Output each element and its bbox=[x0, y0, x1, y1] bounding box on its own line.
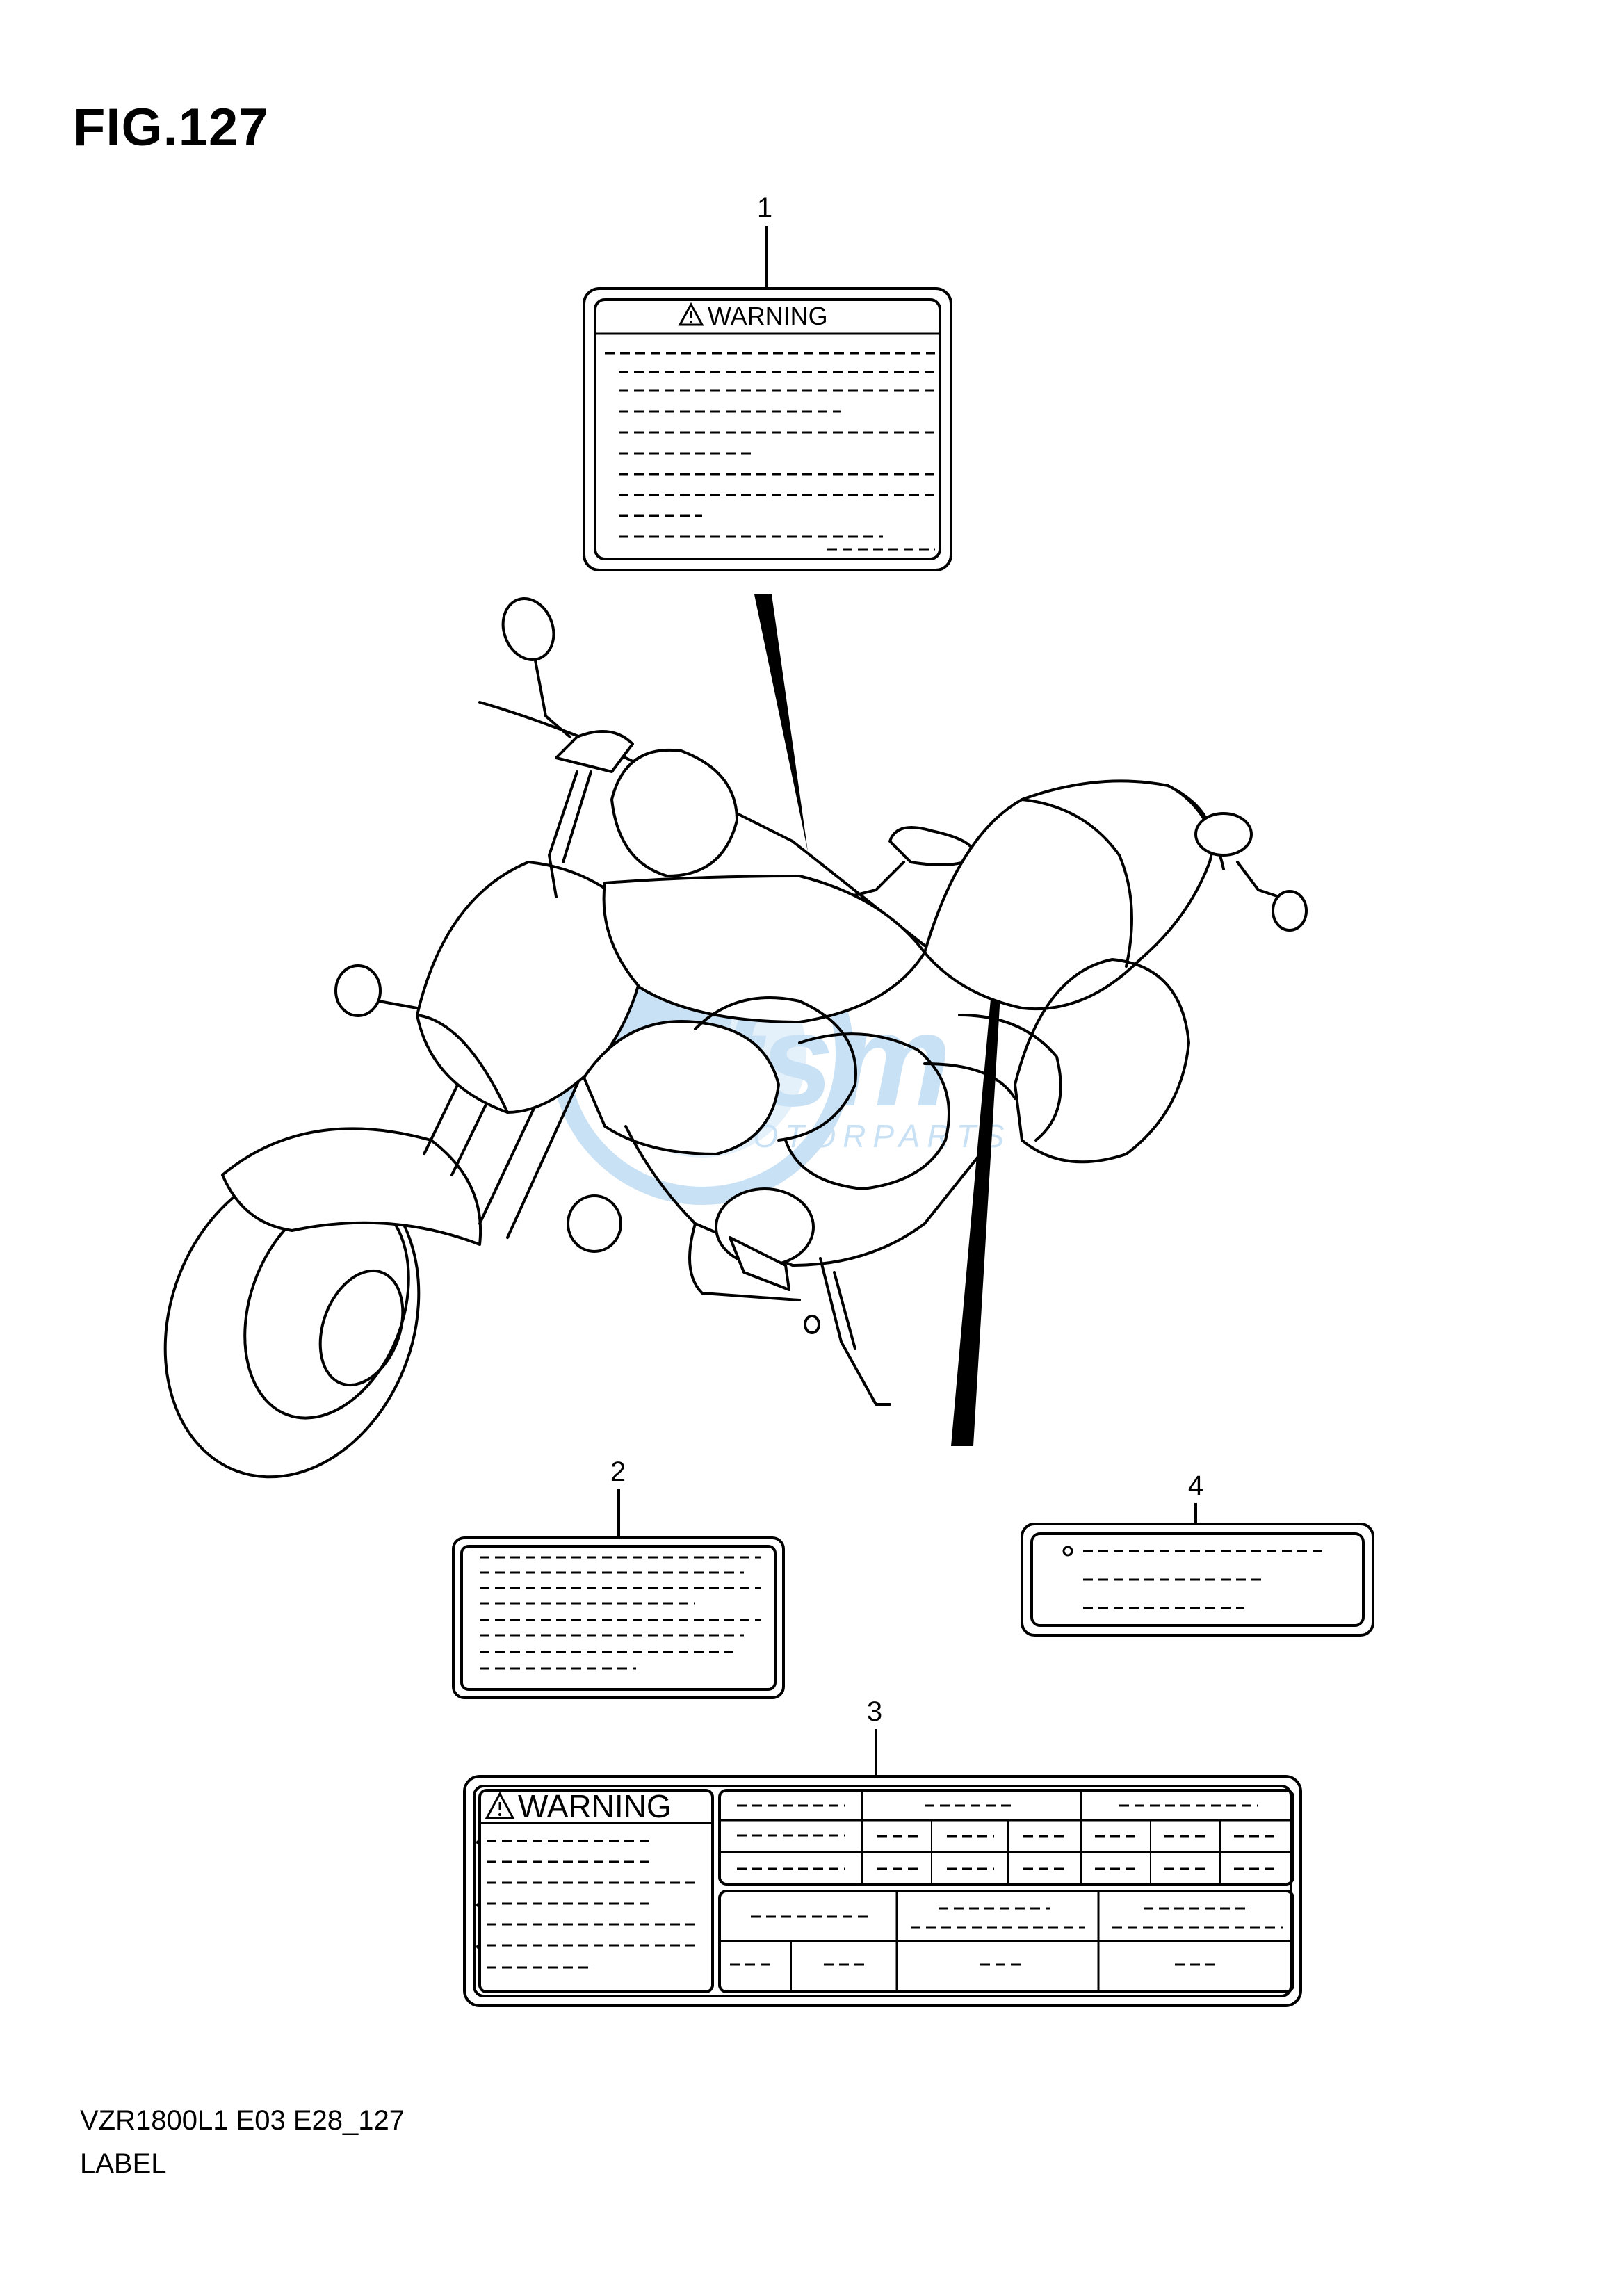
label-3-heading: WARNING bbox=[518, 1788, 672, 1824]
callout-3: 3 bbox=[867, 1696, 882, 1727]
figure-title: FIG.127 bbox=[73, 98, 269, 157]
diagram-caption: LABEL bbox=[80, 2148, 167, 2179]
callout-2: 2 bbox=[610, 1457, 626, 1487]
label-1-heading: WARNING bbox=[708, 302, 828, 330]
motorcycle-illustration bbox=[163, 597, 1308, 1479]
warning-triangle-icon bbox=[678, 302, 704, 326]
leader-wedge-top bbox=[754, 594, 808, 852]
watermark-subtitle: MOTORPARTS bbox=[720, 1118, 1011, 1154]
label-2: 2 bbox=[452, 1457, 785, 1699]
diagram-code: VZR1800L1 E03 E28_127 bbox=[80, 2105, 405, 2136]
label-3: 3 WARNING bbox=[463, 1696, 1302, 2007]
warning-triangle-icon bbox=[485, 1791, 515, 1819]
callout-4: 4 bbox=[1188, 1470, 1203, 1501]
leader-wedge-side bbox=[951, 959, 1002, 1446]
label-1: 1 WARNING bbox=[583, 193, 952, 571]
label-4: 4 bbox=[1021, 1470, 1374, 1637]
callout-1: 1 bbox=[757, 193, 772, 223]
